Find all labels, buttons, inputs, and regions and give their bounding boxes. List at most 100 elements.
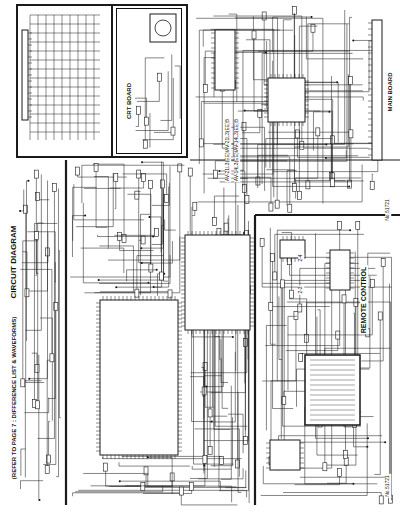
wire [288, 316, 297, 390]
ic-pin [159, 296, 160, 300]
ic-pin [178, 391, 182, 392]
wire [20, 190, 24, 211]
ic-pin [224, 330, 225, 334]
wire [142, 241, 173, 263]
ic-pin [250, 270, 254, 271]
wire [73, 187, 97, 240]
ic-pin [300, 468, 304, 469]
transformer-winding [310, 390, 355, 391]
ic-pin [127, 296, 128, 300]
ic-pin [175, 455, 176, 459]
transformer-winding [310, 405, 355, 406]
junction-dot [218, 170, 220, 172]
resistor-symbol [190, 483, 194, 491]
resistor-symbol [219, 457, 223, 465]
ic-pin [212, 231, 213, 235]
ic-pin [208, 231, 209, 235]
keypad-matrix [30, 87, 100, 88]
flyback [330, 250, 350, 290]
resistor-symbol [141, 482, 145, 490]
resistor-symbol [212, 217, 216, 225]
ic-pin [96, 311, 100, 312]
resistor-symbol [370, 279, 374, 287]
wire [25, 381, 41, 478]
junction-dot [119, 480, 121, 482]
resistor-symbol [311, 24, 315, 32]
ic-pin [279, 122, 280, 126]
ic-pin [96, 399, 100, 400]
wire [149, 217, 161, 252]
keypad-matrix [86, 15, 87, 140]
ic-pin [181, 310, 185, 311]
ic-pin [28, 51, 32, 52]
ic-pin [196, 330, 197, 334]
ic-pin [28, 105, 32, 106]
ic-pin [192, 330, 193, 334]
ic-pin [181, 318, 185, 319]
ic-pin [250, 278, 254, 279]
ic-pin [181, 326, 185, 327]
ic-pin [211, 63, 215, 64]
ic-pin [250, 294, 254, 295]
resistor-symbol [208, 446, 212, 454]
ic-pin [350, 283, 354, 284]
ic-pin [167, 296, 168, 300]
resistor-symbol [349, 130, 353, 138]
ic-pin [178, 399, 182, 400]
wire [190, 377, 204, 419]
ic-pin [326, 288, 330, 289]
wire [116, 162, 161, 288]
ic-pin [250, 310, 254, 311]
ic-pin [178, 443, 182, 444]
ic-pin [204, 330, 205, 334]
crt-neck [155, 20, 171, 36]
ic-pin [275, 74, 276, 78]
wire [154, 187, 169, 287]
wire [22, 232, 48, 262]
wire [23, 241, 38, 383]
wire [142, 78, 173, 140]
ic-pin [96, 395, 100, 396]
wire [49, 421, 50, 459]
wire [29, 181, 47, 379]
ic-pin [248, 231, 249, 235]
wire [266, 170, 294, 188]
wire [238, 392, 241, 493]
wire [287, 171, 297, 206]
resistor-symbol [370, 181, 374, 189]
ic-pin [266, 463, 270, 464]
schematic-label: 2-3 [298, 285, 304, 294]
ic-pin [220, 231, 221, 235]
ic-pin [264, 105, 268, 106]
board-separator [255, 214, 400, 216]
wire [38, 223, 44, 405]
ic-pin [326, 283, 330, 284]
ic-pin [250, 282, 254, 283]
ic-pin [96, 379, 100, 380]
ic-pin [196, 231, 197, 235]
board-box: CRT BOARD [116, 8, 182, 154]
wire [283, 493, 381, 500]
schematic-label: (REFER TO PAGE 7 : DIFFERENCE LIST & WAV… [11, 316, 18, 480]
junction-dot [141, 262, 143, 264]
ic-pin [96, 447, 100, 448]
wire [103, 457, 242, 459]
power-ic [270, 440, 300, 470]
resistor-symbol [114, 174, 118, 182]
ic-pin [235, 38, 239, 39]
ic-pin [181, 254, 185, 255]
ic-pin [178, 415, 182, 416]
keypad-matrix [30, 132, 100, 133]
ic-pin [211, 78, 215, 79]
wire [214, 196, 239, 221]
wire [202, 323, 204, 396]
ic-pin [235, 53, 239, 54]
ic-pin [235, 43, 239, 44]
ic-pin [211, 68, 215, 69]
ic-pin [96, 423, 100, 424]
ic-pin [155, 296, 156, 300]
wire [198, 164, 363, 201]
wire [154, 131, 173, 132]
ic-pin [96, 339, 100, 340]
wire [271, 306, 330, 307]
